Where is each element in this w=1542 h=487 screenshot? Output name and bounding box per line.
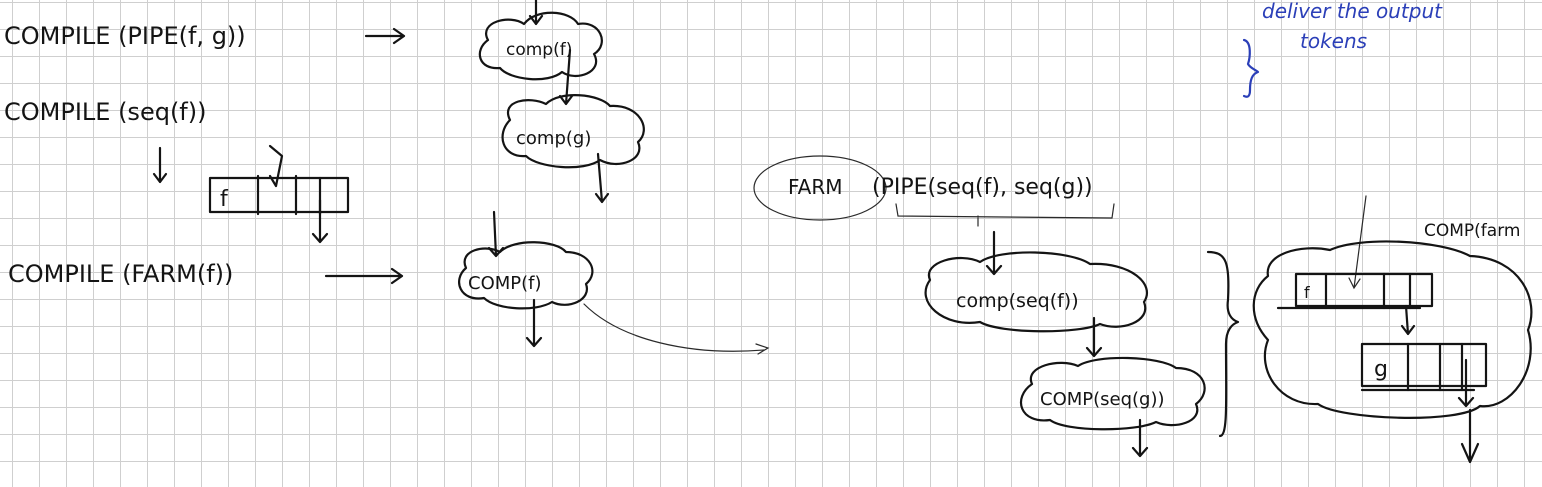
arrow-down-icon bbox=[528, 0, 544, 26]
cloud-comp-f-farm bbox=[458, 241, 594, 310]
compile-pipe-label: COMPILE (PIPE(f, g)) bbox=[4, 22, 246, 50]
note-line-2: tokens bbox=[1300, 29, 1367, 53]
comp-seq-g-label: COMP(seq(g)) bbox=[1040, 389, 1165, 410]
inner-box-g-cell: g bbox=[1374, 357, 1388, 382]
arrow-down-icon bbox=[1085, 316, 1103, 358]
underbrace bbox=[895, 203, 1115, 227]
arrow-down-icon bbox=[1400, 304, 1416, 336]
arrow-down-icon bbox=[525, 298, 543, 348]
cloud-comp-f bbox=[478, 11, 603, 81]
arrow-down-icon bbox=[152, 146, 168, 184]
arrow-down-icon bbox=[594, 152, 610, 204]
compile-seq-label: COMPILE (seq(f)) bbox=[4, 98, 206, 126]
cloud-comp-seq-g bbox=[1019, 356, 1206, 431]
inner-box-f: f bbox=[1276, 272, 1434, 310]
arrow-down-icon bbox=[311, 198, 329, 244]
seq-box-cell: f bbox=[220, 187, 229, 212]
cloud-comp-farm bbox=[1252, 240, 1533, 419]
curly-brace bbox=[1206, 250, 1240, 438]
blue-brace bbox=[1242, 38, 1260, 98]
arrow-down-icon bbox=[985, 230, 1003, 276]
inner-box-f-cell: f bbox=[1304, 283, 1310, 302]
arrow-down-icon bbox=[1131, 418, 1149, 458]
farm-ellipse bbox=[753, 155, 887, 221]
arrow-down-icon bbox=[1460, 408, 1480, 464]
comp-seq-f-label: comp(seq(f)) bbox=[956, 290, 1079, 312]
note-line-1: deliver the output bbox=[1262, 0, 1443, 23]
arrow-right-icon bbox=[364, 27, 406, 45]
cloud-comp-seq-f bbox=[924, 251, 1148, 333]
cloud-comp-g bbox=[501, 94, 645, 169]
comp-g-label: comp(g) bbox=[516, 128, 591, 149]
arrow-right-icon bbox=[324, 267, 404, 285]
connector-arrow bbox=[583, 303, 770, 355]
farm-pipe-expression: (PIPE(seq(f), seq(g)) bbox=[872, 175, 1093, 200]
compile-farm-label: COMPILE (FARM(f)) bbox=[8, 260, 233, 288]
comp-f-top-label: comp(f) bbox=[506, 40, 572, 60]
comp-farm-label: COMP(farm bbox=[1424, 221, 1520, 241]
farm-word: FARM bbox=[788, 175, 843, 199]
comp-f-farm-label: COMP(f) bbox=[468, 273, 542, 294]
seq-queue-box: f bbox=[208, 144, 350, 244]
arrow-down-icon bbox=[1457, 358, 1475, 408]
inner-box-g: g bbox=[1360, 342, 1488, 392]
